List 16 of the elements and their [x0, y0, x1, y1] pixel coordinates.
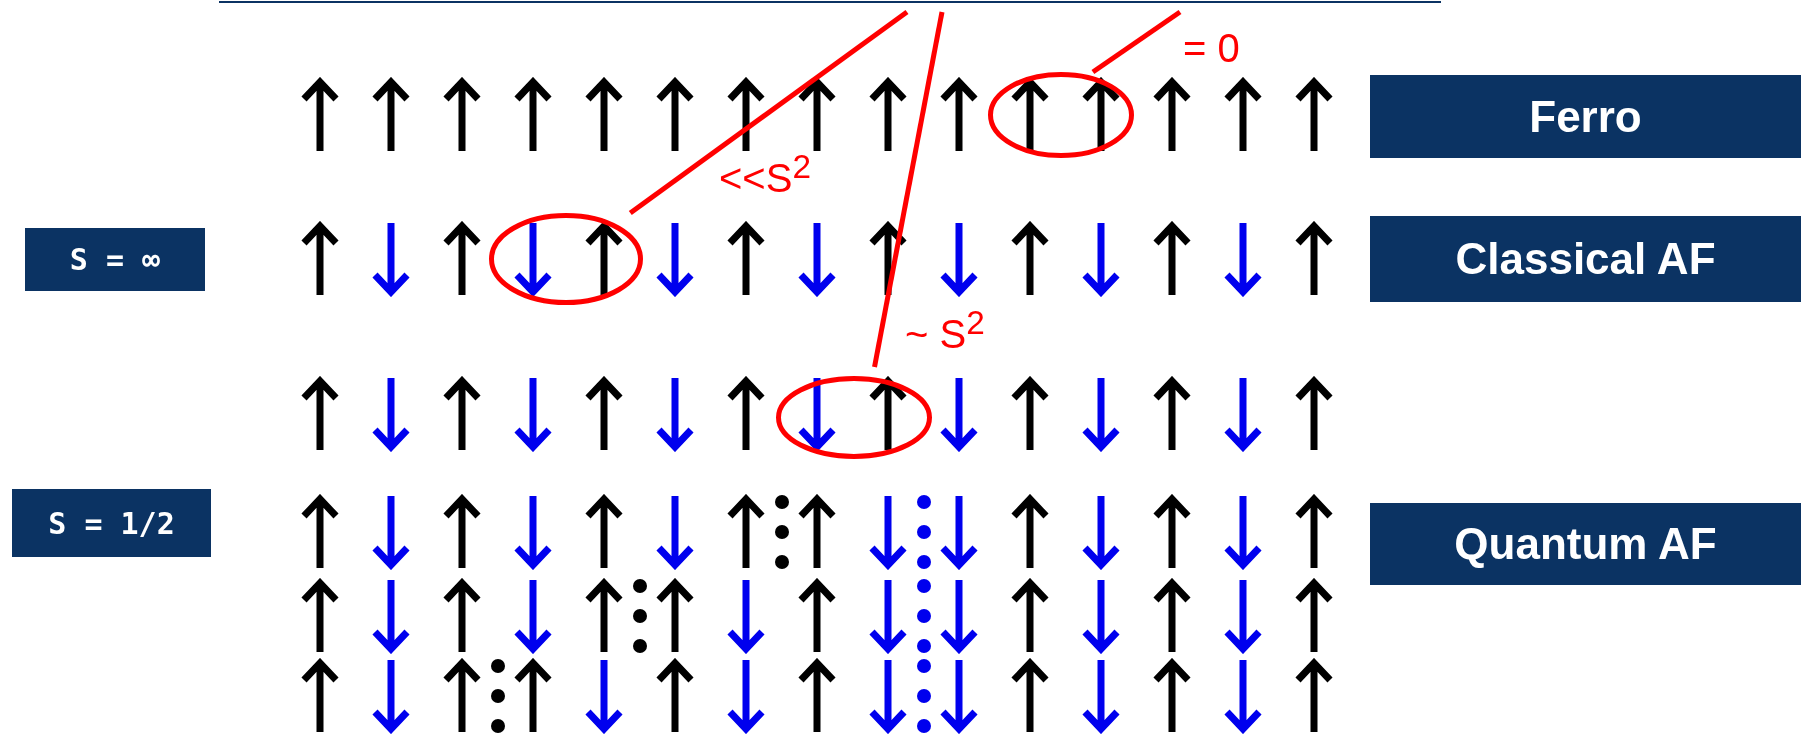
box-label: S = ∞ — [69, 242, 161, 277]
leader-line — [628, 9, 909, 216]
leader-line — [872, 11, 945, 368]
label-box — [12, 489, 211, 557]
label-box — [1370, 503, 1801, 585]
box-label: Ferro — [1529, 91, 1642, 142]
box-label: S = 1/2 — [48, 505, 175, 541]
box-label: Classical AF — [1455, 234, 1716, 284]
leader-line — [1091, 9, 1182, 75]
edge-label: ~ S$^{2}$ — [905, 306, 985, 355]
label-box — [1370, 75, 1801, 158]
label-box — [1370, 216, 1801, 302]
edge-label: <<S$^{2}$ — [719, 150, 811, 199]
box-label: Quantum AF — [1454, 519, 1717, 569]
label-box — [25, 228, 205, 291]
edge-label: = 0 — [1183, 28, 1240, 68]
